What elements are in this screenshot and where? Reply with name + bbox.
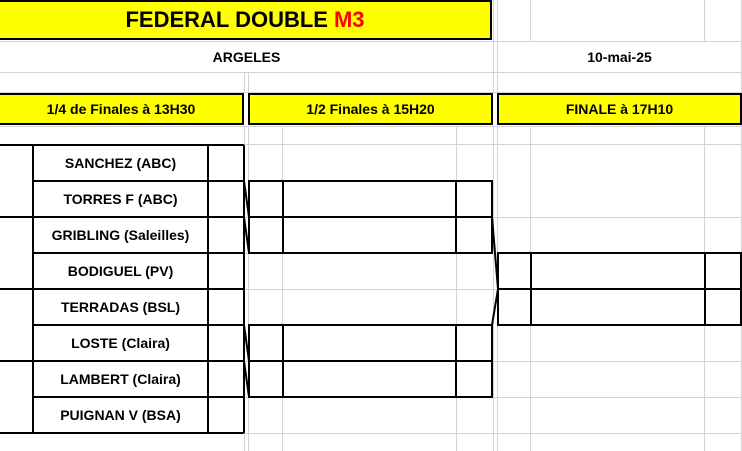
team-name-cell[interactable]: LAMBERT (Claira) (60, 371, 181, 387)
title-category: M3 (333, 7, 365, 32)
venue-label: ARGELES (212, 49, 281, 65)
team-name-cell[interactable]: GRIBLING (Saleilles) (51, 227, 190, 243)
team-name-cell[interactable]: LOSTE (Claira) (71, 335, 170, 351)
title-banner: FEDERAL DOUBLE M3 (0, 0, 492, 40)
team-name-cell[interactable]: BODIGUEL (PV) (67, 263, 174, 279)
round-header-final: FINALE à 17H10 (497, 93, 742, 125)
team-name-cell[interactable]: TERRADAS (BSL) (61, 299, 180, 315)
team-name-cell[interactable]: PUIGNAN V (BSA) (60, 407, 181, 423)
team-name-cell[interactable]: SANCHEZ (ABC) (64, 155, 177, 171)
round-header-quarterfinals: 1/4 de Finales à 13H30 (0, 93, 244, 125)
title-main: FEDERAL DOUBLE (125, 7, 328, 32)
date-label: 10-mai-25 (587, 49, 652, 65)
team-name-cell[interactable]: TORRES F (ABC) (63, 191, 178, 207)
round-header-semifinals: 1/2 Finales à 15H20 (248, 93, 493, 125)
